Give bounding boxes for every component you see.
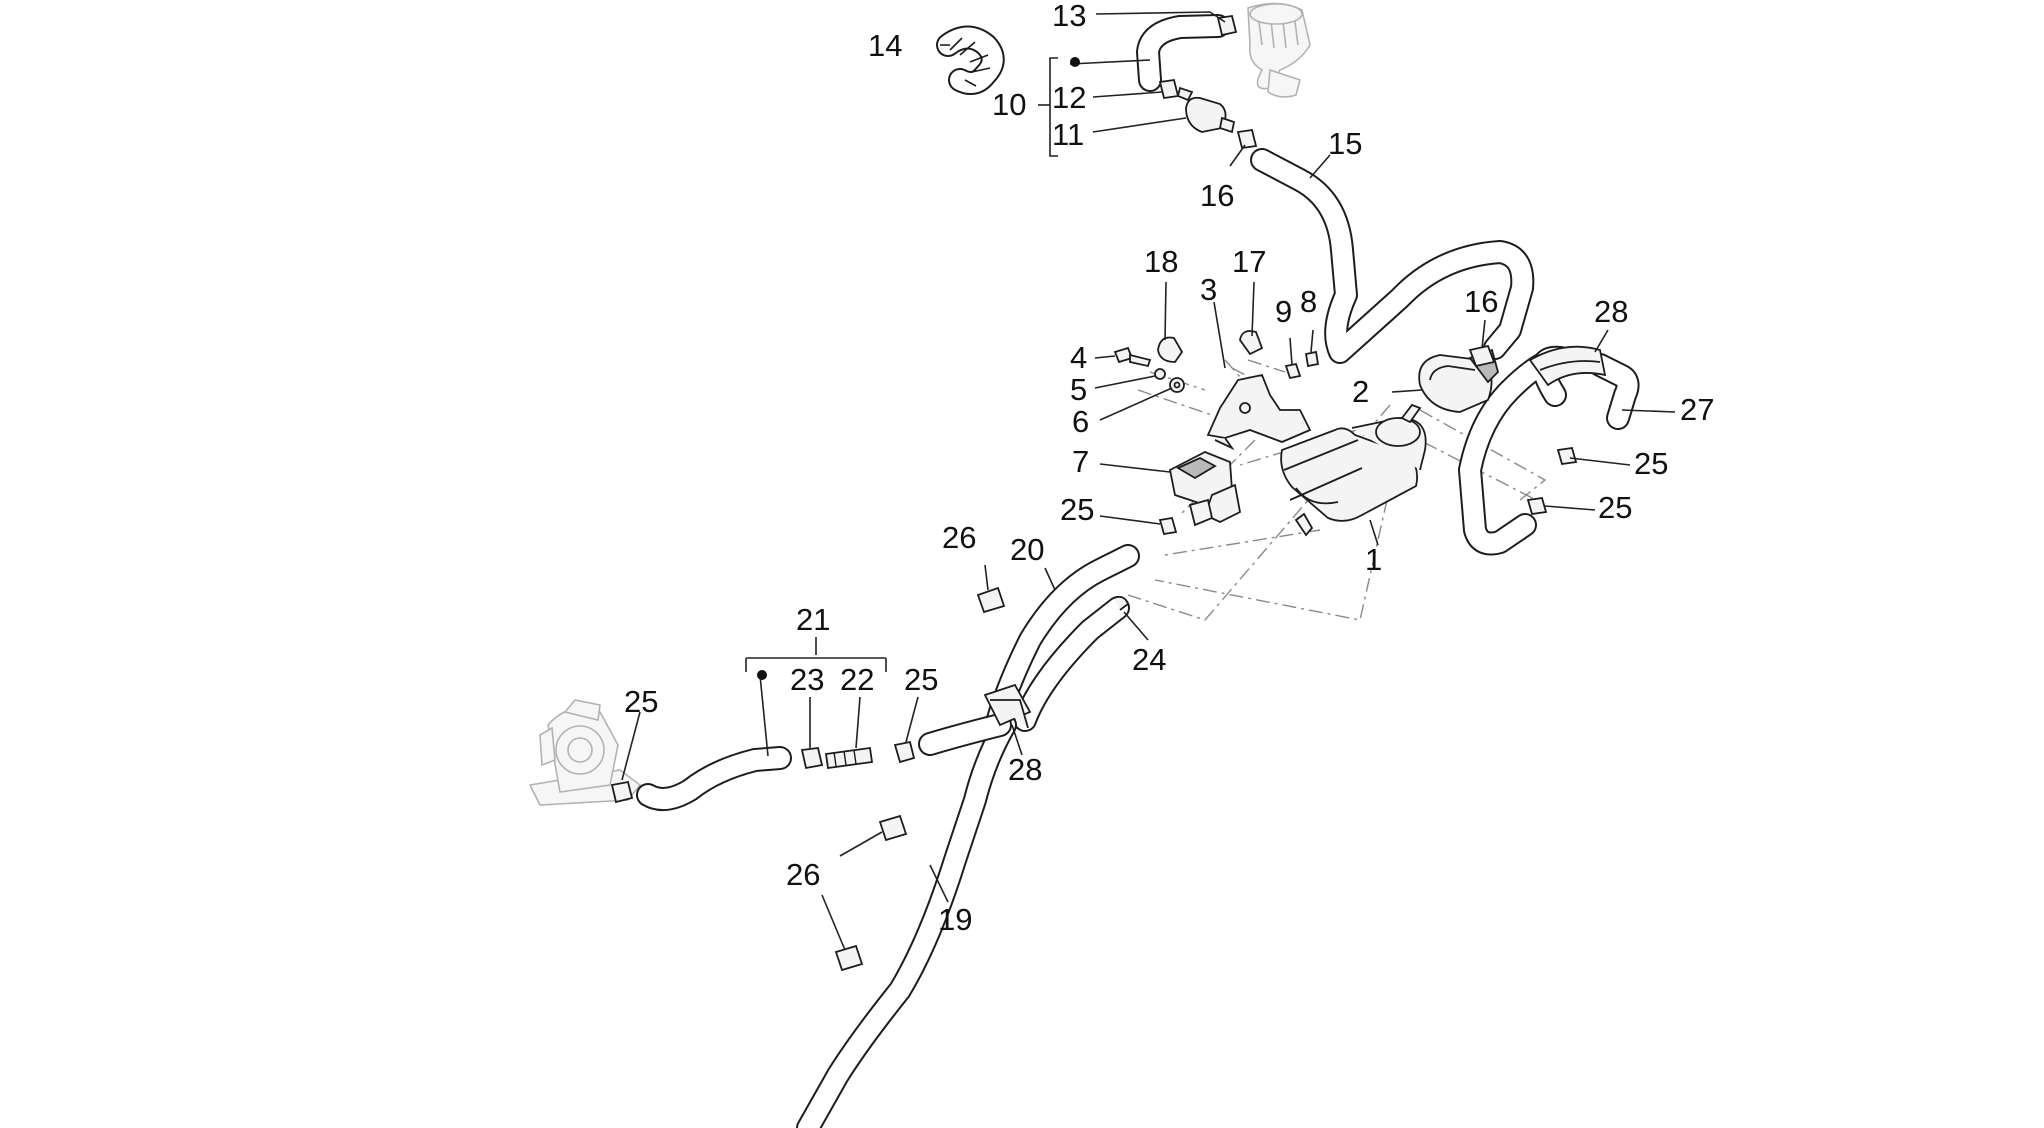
callout-28-right: 28	[1594, 294, 1628, 329]
callout-13: 13	[1052, 0, 1086, 33]
callout-25-pump: 25	[1060, 492, 1094, 527]
callout-25-hose: 25	[904, 662, 938, 697]
callout-15: 15	[1328, 126, 1362, 161]
callout-16-top: 16	[1200, 178, 1234, 213]
callout-1: 1	[1365, 542, 1382, 577]
callout-11: 11	[1052, 117, 1084, 152]
callout-22: 22	[840, 662, 874, 697]
callout-7: 7	[1072, 444, 1089, 479]
fuel-filter-1	[1280, 403, 1427, 537]
callout-20: 20	[1010, 532, 1044, 567]
callout-28-sleeve: 28	[1008, 752, 1042, 787]
callout-labels: 1 2 3 4 5 6 7 8 9 10 11 12 13 14 15 16 1…	[624, 0, 1714, 937]
callout-24: 24	[1132, 642, 1166, 677]
callout-23: 23	[790, 662, 824, 697]
hose-sleeve-28	[983, 345, 1607, 729]
leader-lines	[621, 11, 1676, 951]
callout-27: 27	[1680, 392, 1714, 427]
callout-21: 21	[796, 602, 830, 637]
throttle-body-reference	[528, 699, 642, 806]
fuel-pump-7	[1168, 451, 1242, 527]
callout-2: 2	[1352, 374, 1369, 409]
callout-17: 17	[1232, 244, 1266, 279]
callout-5: 5	[1070, 372, 1087, 407]
fuel-hoses	[636, 14, 1640, 1128]
callout-10: 10	[992, 87, 1026, 122]
callout-19: 19	[938, 902, 972, 937]
callout-18: 18	[1144, 244, 1178, 279]
callout-3: 3	[1200, 272, 1217, 307]
callout-25-right-lower: 25	[1598, 490, 1632, 525]
callout-4: 4	[1070, 340, 1087, 375]
callout-26-top: 26	[942, 520, 976, 555]
bracket-dots	[757, 57, 1080, 680]
fuel-filler-neck-reference	[1247, 2, 1311, 98]
callout-25-right-upper: 25	[1634, 446, 1668, 481]
bracket-3	[1206, 373, 1312, 451]
callout-26-bottom: 26	[786, 857, 820, 892]
callout-9: 9	[1275, 294, 1292, 329]
callout-16-right: 16	[1464, 284, 1498, 319]
small-fittings	[610, 14, 1578, 972]
callout-6: 6	[1072, 404, 1089, 439]
callout-8: 8	[1300, 284, 1317, 319]
callout-12: 12	[1052, 80, 1086, 115]
callout-14: 14	[868, 28, 902, 63]
callout-25-throttle: 25	[624, 684, 658, 719]
